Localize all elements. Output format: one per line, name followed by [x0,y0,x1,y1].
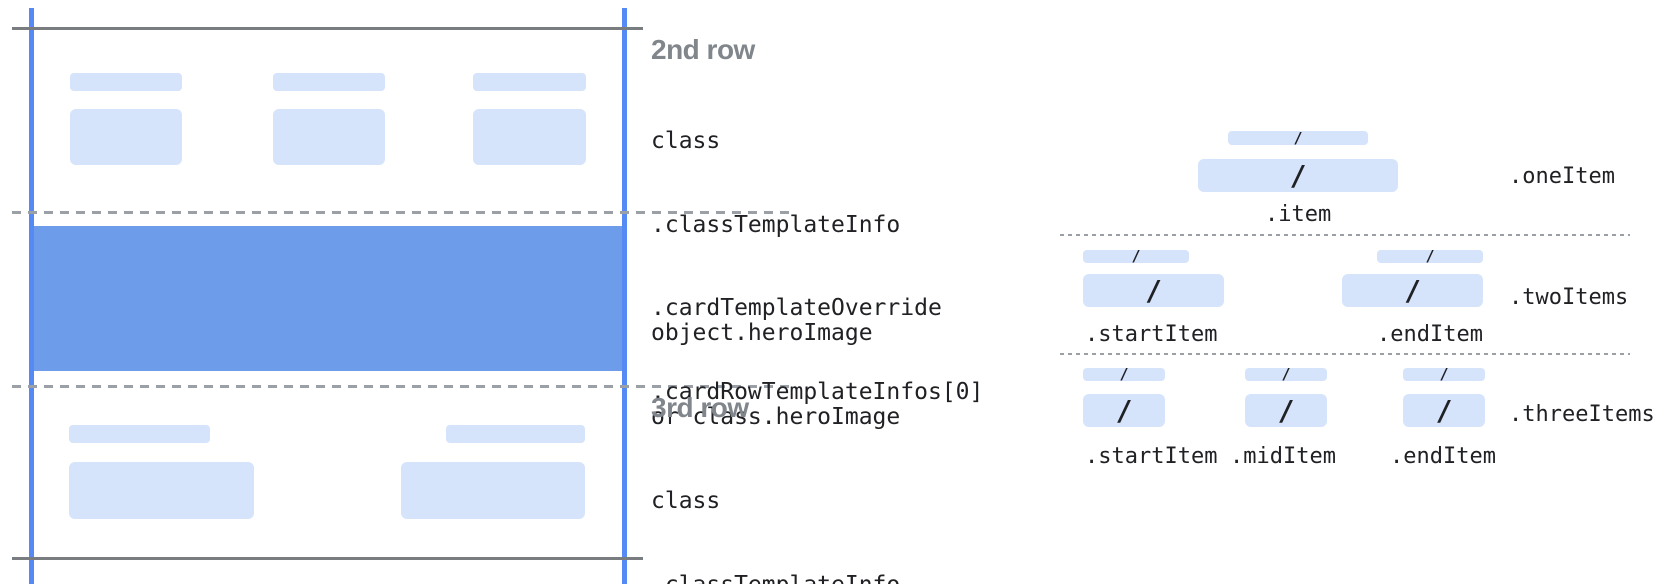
slash-placeholder: / [1404,273,1421,307]
row3-code-line: class [651,488,721,514]
row2-heading: 2nd row [651,34,755,65]
slash-placeholder: / [1115,393,1133,427]
slash-placeholder: / [1277,393,1295,427]
card-top-line [12,27,643,30]
row3-end-value-placeholder [401,462,585,519]
oneitem-value-placeholder: / [1198,159,1398,192]
row3-start-value-placeholder [69,462,254,519]
hero-code-line: or class.heroImage [651,403,901,430]
hero-bottom-dashed-divider [12,385,796,388]
twoitems-start-value-placeholder: / [1083,274,1224,307]
threeitems-start-label-placeholder: / [1083,365,1165,383]
card-right-edge-line [622,8,627,584]
slash-placeholder: / [1435,393,1453,427]
row2-col1-value-placeholder [70,109,182,165]
startitem-label: .startItem [1085,322,1218,347]
row2-code-line: .classTemplateInfo [651,211,901,238]
slash-placeholder: / [1119,365,1129,383]
row2-code-line: .cardRowTemplateInfos[0] [651,378,984,405]
threeitems-mid-value-placeholder: / [1245,394,1327,427]
right-dotted-divider-1 [1060,234,1630,236]
row2-code-line: class [651,128,721,154]
row2-col3-label-placeholder [473,73,586,91]
row2-col3-value-placeholder [473,109,586,165]
oneitem-label-placeholder: / [1228,128,1368,147]
item-label: .item [1265,202,1332,227]
row3-code-line: .classTemplateInfo [651,570,983,584]
enditem-label: .endItem [1377,322,1483,347]
card-bottom-line [12,557,643,560]
miditem-label: .midItem [1230,444,1336,469]
slash-placeholder: / [1439,365,1449,383]
slash-placeholder: / [1281,365,1291,383]
hero-top-dashed-divider [12,211,796,214]
twoitems-end-value-placeholder: / [1342,274,1483,307]
row2-col1-label-placeholder [70,73,182,91]
threeitems-mid-label-placeholder: / [1245,365,1327,383]
row3-end-label-placeholder [446,425,585,443]
twoitems-section-label: .twoItems [1509,285,1629,310]
slash-placeholder: / [1289,158,1307,192]
threeitems-end-value-placeholder: / [1403,394,1485,427]
row2-col2-label-placeholder [273,73,385,91]
slash-placeholder: / [1425,247,1435,265]
threeitems-section-label: .threeItems [1509,402,1655,427]
row3-heading: 3rd row [651,392,749,423]
threeitems-end-label-placeholder: / [1403,365,1485,383]
row3-start-label-placeholder [69,425,210,443]
row3-code-block: class .classTemplateInfo .cardTemplateOv… [651,434,983,584]
right-dotted-divider-2 [1060,353,1630,355]
oneitem-section-label: .oneItem [1509,164,1615,189]
twoitems-end-label-placeholder: / [1377,247,1483,265]
row2-col2-value-placeholder [273,109,385,165]
threeitems-start-value-placeholder: / [1083,394,1165,427]
hero-code-block: object.heroImage or class.heroImage [651,266,900,485]
slash-placeholder: / [1293,128,1303,147]
card-left-edge-line [29,8,34,584]
hero-code-line: object.heroImage [651,320,873,346]
enditem-label: .endItem [1390,444,1496,469]
slash-placeholder: / [1145,273,1162,307]
slash-placeholder: / [1131,247,1141,265]
hero-image-placeholder [34,226,622,371]
startitem-label: .startItem [1085,444,1218,469]
twoitems-start-label-placeholder: / [1083,247,1189,265]
row2-code-block: class .classTemplateInfo .cardTemplateOv… [651,74,983,460]
row2-code-line: .cardTemplateOverride [651,295,942,321]
